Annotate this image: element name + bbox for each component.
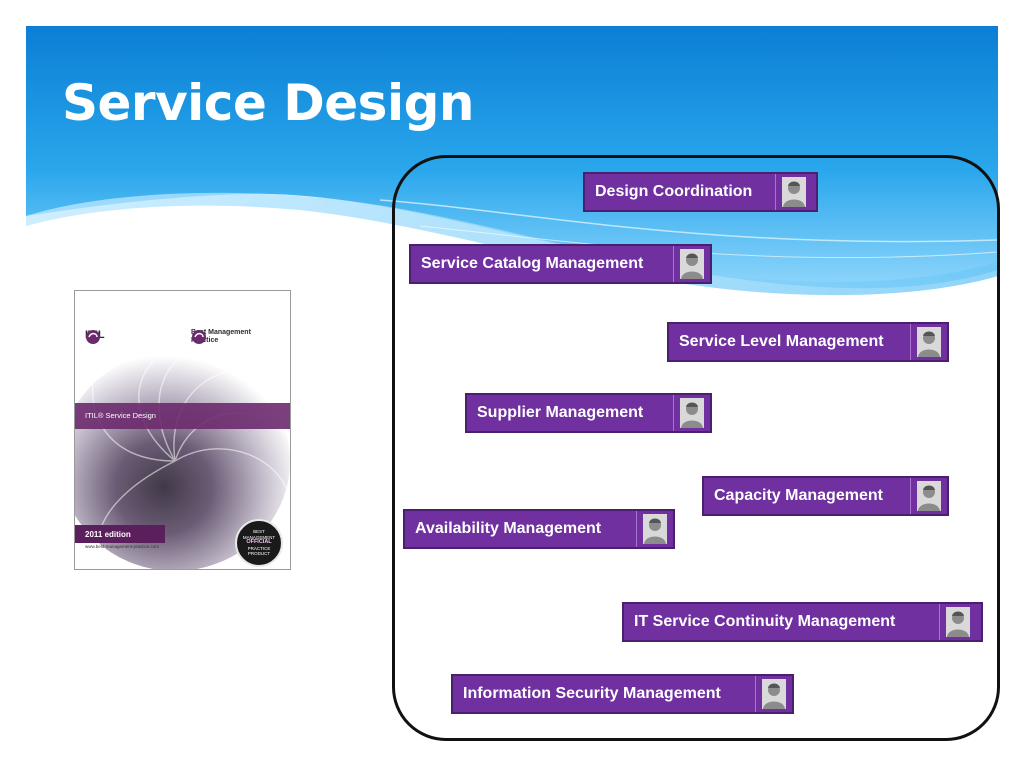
process-label: Availability Management bbox=[405, 511, 638, 547]
process-box-design-coordination[interactable]: Design Coordination bbox=[583, 172, 818, 212]
itil-swirl-icon bbox=[86, 330, 100, 344]
process-box-it-service-continuity-management[interactable]: IT Service Continuity Management bbox=[622, 602, 983, 642]
page-title: Service Design bbox=[62, 74, 474, 132]
user-icon bbox=[776, 174, 812, 210]
process-box-service-level-management[interactable]: Service Level Management bbox=[667, 322, 949, 362]
seal-bottom-text: PRACTICE PRODUCT bbox=[247, 545, 271, 557]
official-seal: BEST MANAGEMENT OFFICIAL PRACTICE PRODUC… bbox=[235, 519, 283, 567]
process-label: Design Coordination bbox=[585, 174, 776, 210]
user-icon bbox=[637, 511, 673, 547]
process-label: Supplier Management bbox=[467, 395, 675, 431]
seal-top-text: BEST MANAGEMENT bbox=[242, 529, 276, 540]
itil-logo: ITIL bbox=[85, 329, 105, 344]
process-box-service-catalog-management[interactable]: Service Catalog Management bbox=[409, 244, 712, 284]
bmp-logo: Best Management Practice bbox=[191, 329, 271, 345]
process-label: Capacity Management bbox=[704, 478, 912, 514]
bmp-swirl-icon bbox=[192, 330, 206, 344]
itil-book-cover: ITIL Best Management Practice ITIL® Serv… bbox=[74, 290, 291, 570]
process-label: Service Catalog Management bbox=[411, 246, 675, 282]
process-box-information-security-management[interactable]: Information Security Management bbox=[451, 674, 794, 714]
process-box-capacity-management[interactable]: Capacity Management bbox=[702, 476, 949, 516]
user-icon bbox=[674, 395, 710, 431]
user-icon bbox=[756, 676, 792, 712]
process-label: IT Service Continuity Management bbox=[624, 604, 940, 640]
user-icon bbox=[911, 478, 947, 514]
user-icon bbox=[674, 246, 710, 282]
book-edition: 2011 edition bbox=[85, 530, 131, 539]
user-icon bbox=[940, 604, 976, 640]
process-box-availability-management[interactable]: Availability Management bbox=[403, 509, 675, 549]
process-label: Information Security Management bbox=[453, 676, 757, 712]
user-icon bbox=[911, 324, 947, 360]
seal-mid-text: OFFICIAL bbox=[246, 539, 272, 546]
book-url: www.best-management-practice.com bbox=[85, 544, 160, 549]
book-band-title: ITIL® Service Design bbox=[85, 411, 156, 420]
process-label: Service Level Management bbox=[669, 324, 912, 360]
process-box-supplier-management[interactable]: Supplier Management bbox=[465, 393, 712, 433]
process-frame bbox=[392, 155, 1000, 741]
